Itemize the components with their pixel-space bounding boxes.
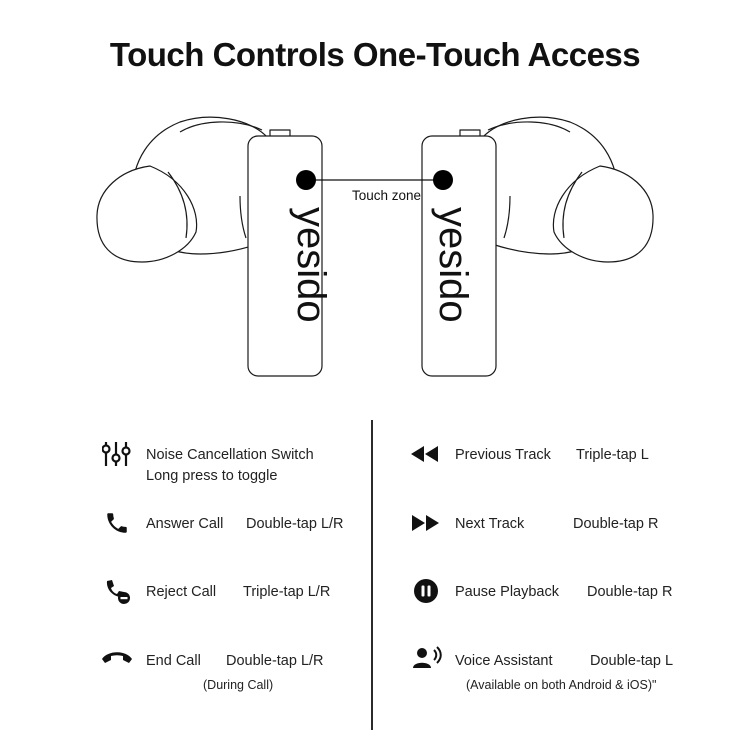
control-gesture-pause-playback: Double-tap R <box>587 584 673 600</box>
touch-zone-label: Touch zone <box>352 188 422 203</box>
control-name-voice-assistant: Voice Assistant <box>455 653 553 669</box>
control-gesture-previous-track: Triple-tap L <box>576 447 649 463</box>
control-name-pause-playback: Pause Playback <box>455 584 559 600</box>
control-name-end-call: End Call <box>146 653 201 669</box>
control-gesture-answer-call: Double-tap L/R <box>246 516 344 532</box>
page-title: Touch Controls One-Touch Access <box>109 36 641 73</box>
control-gesture-end-call: Double-tap L/R <box>226 653 324 669</box>
control-detail-end-call: (During Call) <box>203 678 274 692</box>
voice-assistant-icon <box>413 646 442 668</box>
touch-zone-dot-right <box>433 170 453 190</box>
brand-logo-left: yesido <box>289 207 333 323</box>
brand-logo-right: yesido <box>431 207 475 323</box>
control-name-answer-call: Answer Call <box>146 516 224 532</box>
earbuds-illustration: yesido yesido <box>96 116 654 377</box>
control-gesture-voice-assistant: Double-tap L <box>590 653 674 669</box>
control-gesture-next-track: Double-tap R <box>573 516 659 532</box>
control-gesture-reject-call: Triple-tap L/R <box>243 584 331 600</box>
control-detail-voice-assistant: (Available on both Android & iOS)" <box>466 678 657 692</box>
control-name-reject-call: Reject Call <box>146 584 217 600</box>
right-earbud <box>421 116 654 377</box>
sliders-icon <box>102 442 131 466</box>
pause-icon <box>414 579 438 603</box>
column-divider <box>371 420 373 730</box>
control-name-previous-track: Previous Track <box>455 447 551 463</box>
rewind-icon <box>411 446 438 462</box>
control-name-next-track: Next Track <box>455 516 525 532</box>
phone-icon <box>107 513 127 533</box>
left-earbud <box>96 116 323 377</box>
touch-zone-dot-left <box>296 170 316 190</box>
reject-call-icon <box>106 580 130 604</box>
control-detail-noise-cancellation: Long press to toggle <box>146 468 278 484</box>
fast-forward-icon <box>412 515 439 531</box>
hang-up-icon <box>102 652 132 663</box>
control-name-noise-cancellation: Noise Cancellation Switch <box>146 447 314 463</box>
